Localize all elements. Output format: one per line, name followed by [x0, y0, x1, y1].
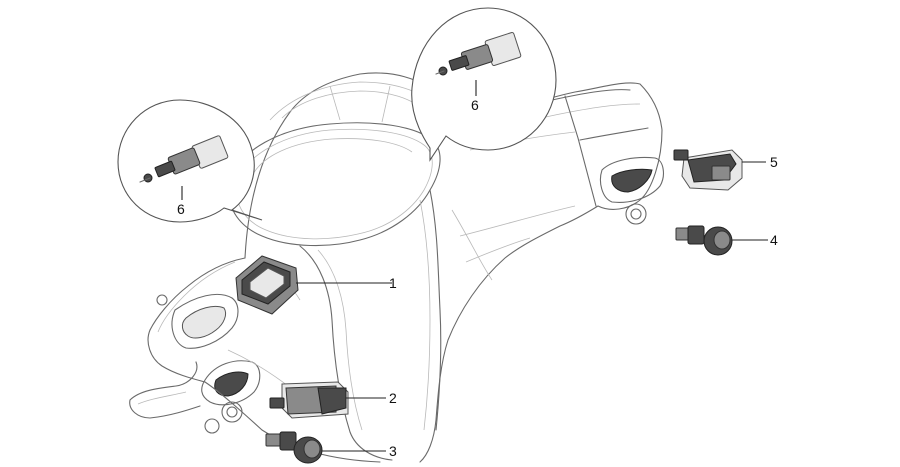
switch-part-5 — [673, 149, 766, 191]
sensor-part-6-top — [435, 32, 522, 76]
handlebar-cover — [129, 72, 664, 463]
callout-part-5: 5 — [770, 154, 778, 170]
callout-part-6-left: 6 — [177, 201, 185, 217]
callout-part-4: 4 — [770, 232, 778, 248]
switch-part-2 — [269, 381, 386, 419]
switch-part-1 — [235, 255, 392, 315]
button-part-3 — [265, 431, 386, 464]
callout-part-1: 1 — [389, 275, 397, 291]
detail-bubble-left — [117, 99, 263, 223]
callout-part-3: 3 — [389, 443, 397, 459]
callout-part-6-top: 6 — [471, 97, 479, 113]
callout-part-2: 2 — [389, 390, 397, 406]
button-part-4 — [675, 225, 768, 256]
sensor-part-6-left — [139, 135, 229, 183]
detail-bubble-top — [411, 7, 557, 162]
